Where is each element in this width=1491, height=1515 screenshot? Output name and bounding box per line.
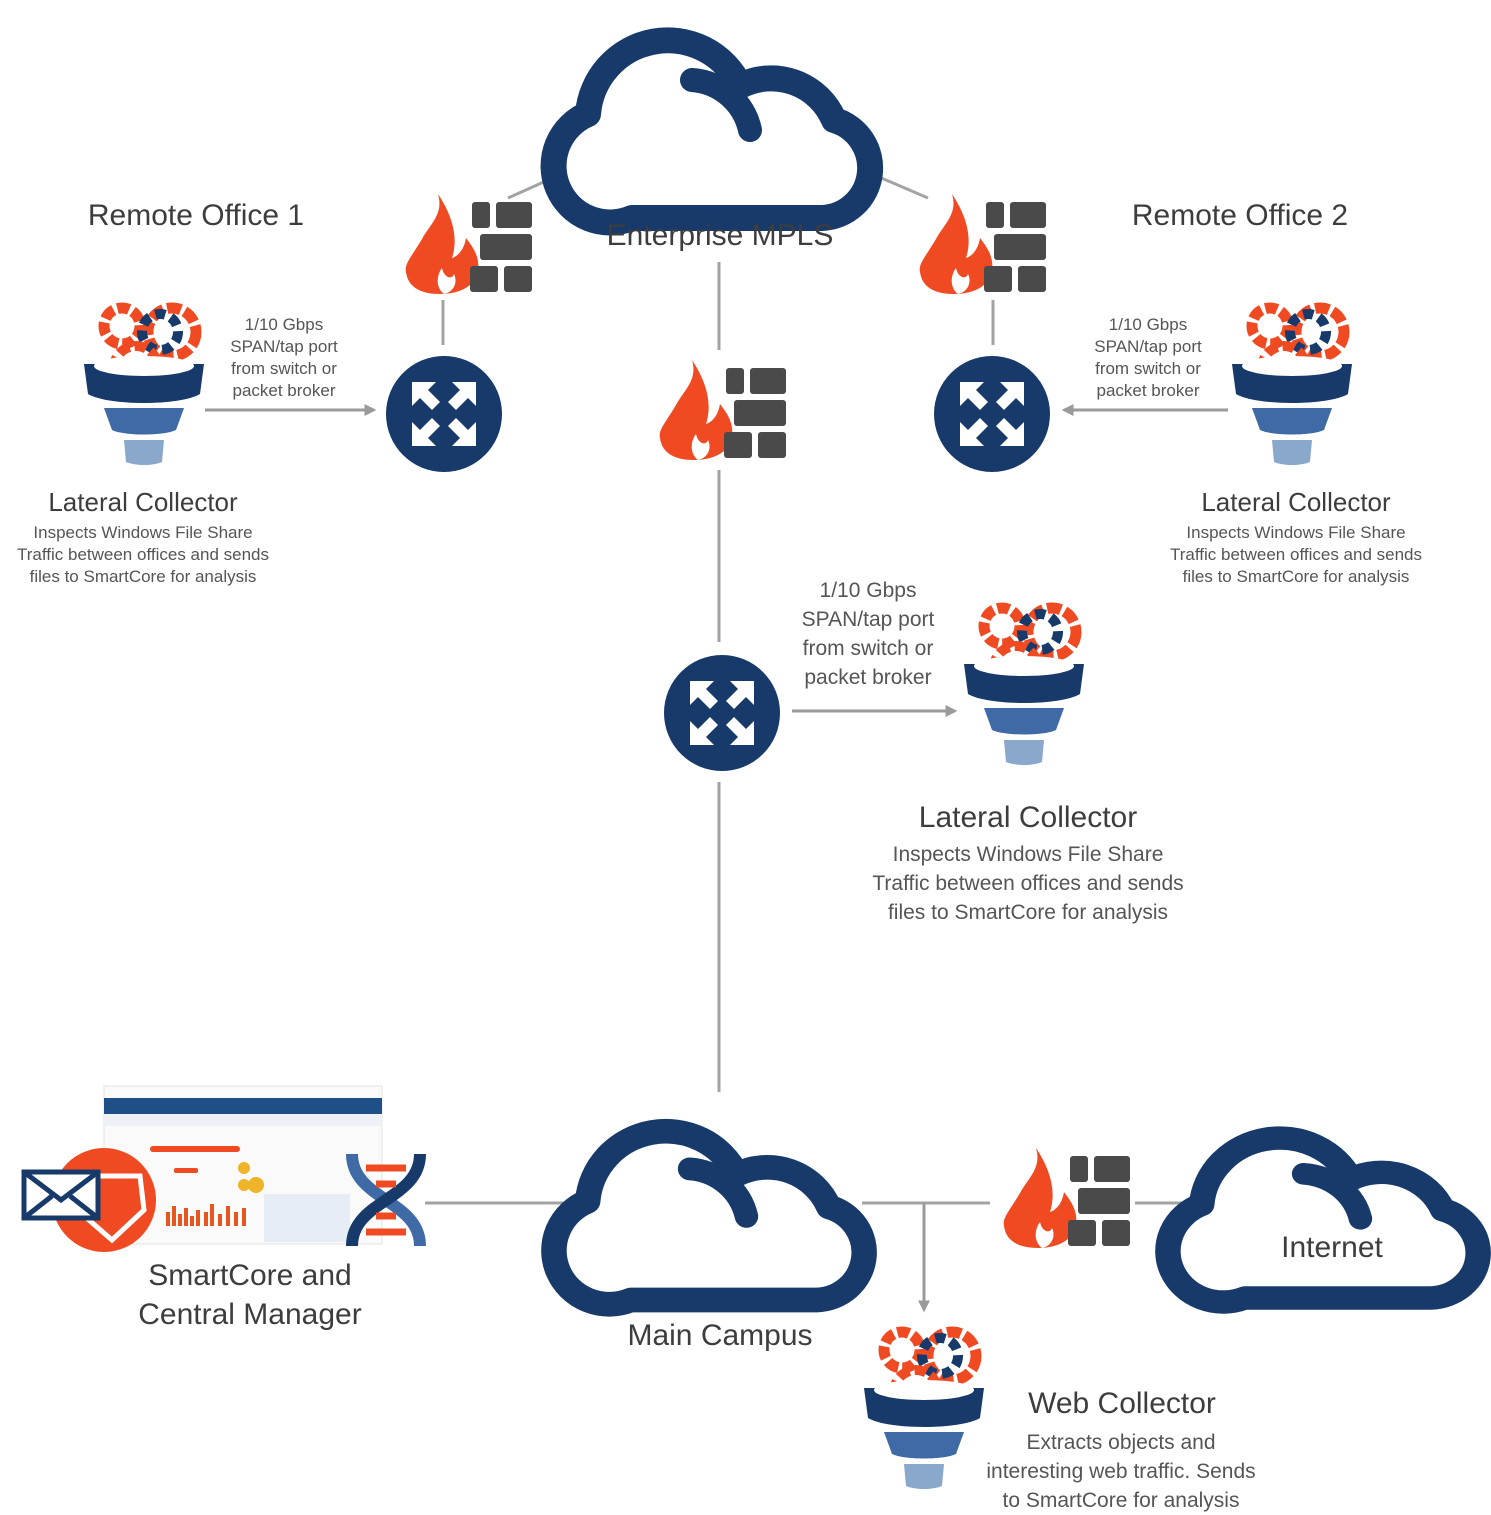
enterprise-mpls-cloud-icon (554, 40, 871, 222)
remote-office-1-label: Remote Office 1 (87, 199, 305, 232)
collector-funnel-icon-right (1232, 308, 1352, 465)
dna-icon (346, 1153, 426, 1247)
main-campus-cloud-icon (554, 1131, 864, 1304)
firewall-icon-remote-2 (919, 194, 1046, 294)
span-arrows (205, 404, 1228, 1313)
collector-center-description: Inspects Windows File Share Traffic betw… (872, 843, 1184, 924)
router-icon-remote-1 (386, 356, 502, 472)
firewall-icon-mpls (659, 360, 786, 460)
enterprise-mpls-label: Enterprise MPLS (606, 219, 834, 252)
main-campus-label: Main Campus (627, 1319, 813, 1352)
port-note-left: 1/10 Gbps SPAN/tap port from switch or p… (230, 315, 338, 400)
web-collector-description: Extracts objects and interesting web tra… (986, 1431, 1256, 1512)
collector-left-title: Lateral Collector (48, 487, 238, 517)
port-note-right: 1/10 Gbps SPAN/tap port from switch or p… (1094, 315, 1202, 400)
collector-right-title: Lateral Collector (1201, 487, 1391, 517)
collector-center-title: Lateral Collector (918, 801, 1138, 834)
collector-left-description: Inspects Windows File Share Traffic betw… (16, 523, 269, 586)
firewall-icon-internet (1003, 1148, 1130, 1248)
router-icon-center (664, 655, 780, 771)
web-collector-title: Web Collector (1028, 1387, 1216, 1420)
remote-office-2-label: Remote Office 2 (1131, 199, 1349, 232)
internet-label: Internet (1281, 1231, 1383, 1264)
smartcore-label: SmartCore and Central Manager (138, 1259, 362, 1331)
collector-funnel-icon-center (964, 608, 1084, 765)
internet-cloud-icon (1168, 1138, 1478, 1302)
email-shield-icon (21, 1148, 156, 1252)
router-icon-remote-2 (934, 356, 1050, 472)
collector-funnel-icon-left (84, 308, 204, 465)
collector-right-description: Inspects Windows File Share Traffic betw… (1169, 523, 1422, 586)
port-note-center: 1/10 Gbps SPAN/tap port from switch or p… (801, 579, 935, 689)
firewall-icon-remote-1 (405, 194, 532, 294)
